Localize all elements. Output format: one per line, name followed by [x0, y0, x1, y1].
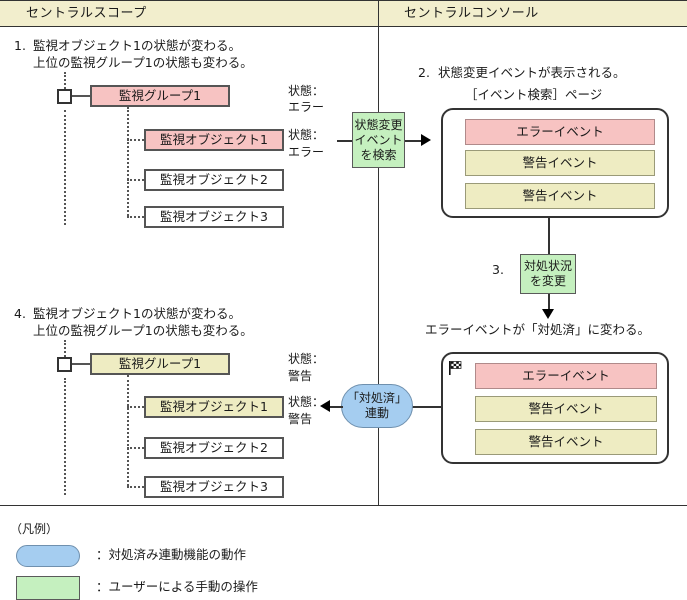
status-top-group-label: 状態：: [288, 84, 325, 98]
monitor-group-node-bottom[interactable]: 監視グループ1: [90, 353, 230, 375]
tree-bottom-spine-upper: [64, 340, 66, 364]
search-event-line2: イベント: [354, 132, 403, 147]
checkered-flag-icon: [448, 360, 464, 376]
step1-line2: 上位の監視グループ1の状態も変わる。: [33, 55, 253, 70]
linkage-line1: 「対処済」: [346, 391, 407, 405]
event-row-top-1[interactable]: エラーイベント: [465, 119, 655, 145]
monitor-object-node-top-3-label: 監視オブジェクト3: [160, 208, 268, 224]
event-row-bottom-3-label: 警告イベント: [528, 433, 604, 449]
header-divider: [378, 0, 379, 27]
tree-bottom-child-spine: [127, 375, 129, 486]
linkage-arrow-icon: [320, 400, 330, 412]
tree-top-child-spine: [127, 107, 129, 216]
linkage-outbound-line: [330, 406, 343, 408]
status-bottom-group-label: 状態：: [288, 352, 325, 366]
event-search-panel-top: エラーイベント 警告イベント 警告イベント: [441, 108, 669, 218]
event-row-bottom-1[interactable]: エラーイベント: [475, 363, 657, 389]
tree-bottom-branch-2: [127, 447, 144, 449]
legend-item-2-text: ：ユーザーによる手動の操作: [96, 579, 258, 594]
tree-top-branch-2: [127, 179, 144, 181]
right-pane-title: セントラルコンソール: [404, 6, 539, 21]
linkage-inbound-line: [411, 406, 443, 408]
linkage-line2: 連動: [364, 406, 389, 420]
monitor-object-node-bottom-2-label: 監視オブジェクト2: [160, 439, 268, 455]
legend-rect-swatch: [16, 576, 80, 600]
pane-header-band: [0, 0, 687, 27]
event-row-bottom-2-label: 警告イベント: [528, 400, 604, 416]
event-search-page-label: ［イベント検索］ページ: [465, 87, 603, 102]
search-event-line3: を検索: [360, 147, 397, 162]
event-row-bottom-3[interactable]: 警告イベント: [475, 429, 657, 455]
step3-inbound-line: [548, 218, 550, 256]
status-top-group-value: エラー: [288, 100, 325, 114]
search-event-line1: 状態変更: [354, 117, 403, 132]
step2-number: 2.: [418, 65, 430, 80]
change-status-action-box[interactable]: 対処状況 を変更: [520, 254, 576, 294]
status-bottom-object-value: 警告: [288, 412, 313, 426]
tree-top-spine-lower: [64, 110, 66, 225]
step2-text: 状態変更イベントが表示される。: [438, 65, 626, 80]
step3-outbound-line: [548, 294, 550, 310]
change-status-line1: 対処状況: [523, 259, 572, 273]
monitor-object-node-top-1-label: 監視オブジェクト1: [160, 131, 268, 147]
legend-top-divider: [0, 505, 687, 506]
step4-number: 4.: [14, 306, 26, 321]
linkage-action-pill[interactable]: 「対処済」 連動: [341, 384, 413, 428]
tree-bottom-collapse-handle[interactable]: [57, 357, 72, 372]
tree-bottom-handle-connector: [72, 363, 90, 365]
status-top-object-label: 状態：: [288, 128, 325, 142]
step1-line1: 監視オブジェクト1の状態が変わる。: [33, 38, 241, 53]
monitor-group-node-bottom-label: 監視グループ1: [118, 355, 202, 371]
monitor-object-node-bottom-1-label: 監視オブジェクト1: [160, 398, 268, 414]
tree-top-handle-connector: [72, 95, 90, 97]
tree-top-branch-3: [127, 216, 144, 218]
step3-result-text: エラーイベントが「対処済」に変わる。: [425, 322, 651, 337]
status-bottom-group-value: 警告: [288, 369, 313, 383]
monitor-object-node-bottom-1[interactable]: 監視オブジェクト1: [144, 396, 284, 418]
legend-item-1-text: ：対処済み連動機能の動作: [96, 547, 247, 562]
legend-pill-swatch: [16, 545, 80, 567]
event-row-top-2[interactable]: 警告イベント: [465, 150, 655, 176]
event-row-top-2-label: 警告イベント: [522, 154, 598, 170]
search-event-outbound-line: [405, 140, 421, 142]
status-top-object-value: エラー: [288, 145, 325, 159]
monitor-object-node-bottom-3-label: 監視オブジェクト3: [160, 478, 268, 494]
left-pane-title: セントラルスコープ: [26, 6, 147, 21]
event-row-top-3-label: 警告イベント: [522, 187, 598, 203]
event-row-bottom-2[interactable]: 警告イベント: [475, 396, 657, 422]
step1-number: 1.: [14, 38, 26, 53]
search-event-inbound-line: [337, 140, 353, 142]
event-search-panel-bottom: エラーイベント 警告イベント 警告イベント: [441, 352, 669, 464]
step3-arrow-icon: [542, 309, 554, 319]
event-row-top-3[interactable]: 警告イベント: [465, 183, 655, 209]
step3-number: 3.: [492, 262, 504, 277]
search-event-arrow-icon: [421, 134, 431, 146]
search-event-action-box[interactable]: 状態変更 イベント を検索: [352, 112, 405, 168]
tree-top-spine-upper: [64, 72, 66, 96]
tree-bottom-branch-1: [127, 406, 144, 408]
pane-vertical-divider: [378, 27, 379, 505]
tree-top-branch-1: [127, 139, 144, 141]
legend-title: （凡例）: [10, 522, 59, 536]
monitor-object-node-top-2[interactable]: 監視オブジェクト2: [144, 169, 284, 191]
tree-bottom-spine-lower: [64, 378, 66, 495]
monitor-object-node-top-1[interactable]: 監視オブジェクト1: [144, 129, 284, 151]
monitor-group-node-top[interactable]: 監視グループ1: [90, 85, 230, 107]
status-bottom-object-label: 状態：: [288, 395, 325, 409]
change-status-line2: を変更: [529, 274, 566, 288]
monitor-object-node-top-2-label: 監視オブジェクト2: [160, 171, 268, 187]
monitor-object-node-bottom-3[interactable]: 監視オブジェクト3: [144, 476, 284, 498]
step4-line2: 上位の監視グループ1の状態も変わる。: [33, 323, 253, 338]
monitor-group-node-top-label: 監視グループ1: [118, 87, 202, 103]
event-row-top-1-label: エラーイベント: [516, 123, 604, 139]
step4-line1: 監視オブジェクト1の状態が変わる。: [33, 306, 241, 321]
monitor-object-node-top-3[interactable]: 監視オブジェクト3: [144, 206, 284, 228]
event-row-bottom-1-label: エラーイベント: [522, 367, 610, 383]
tree-bottom-branch-3: [127, 486, 144, 488]
monitor-object-node-bottom-2[interactable]: 監視オブジェクト2: [144, 437, 284, 459]
tree-top-collapse-handle[interactable]: [57, 89, 72, 104]
